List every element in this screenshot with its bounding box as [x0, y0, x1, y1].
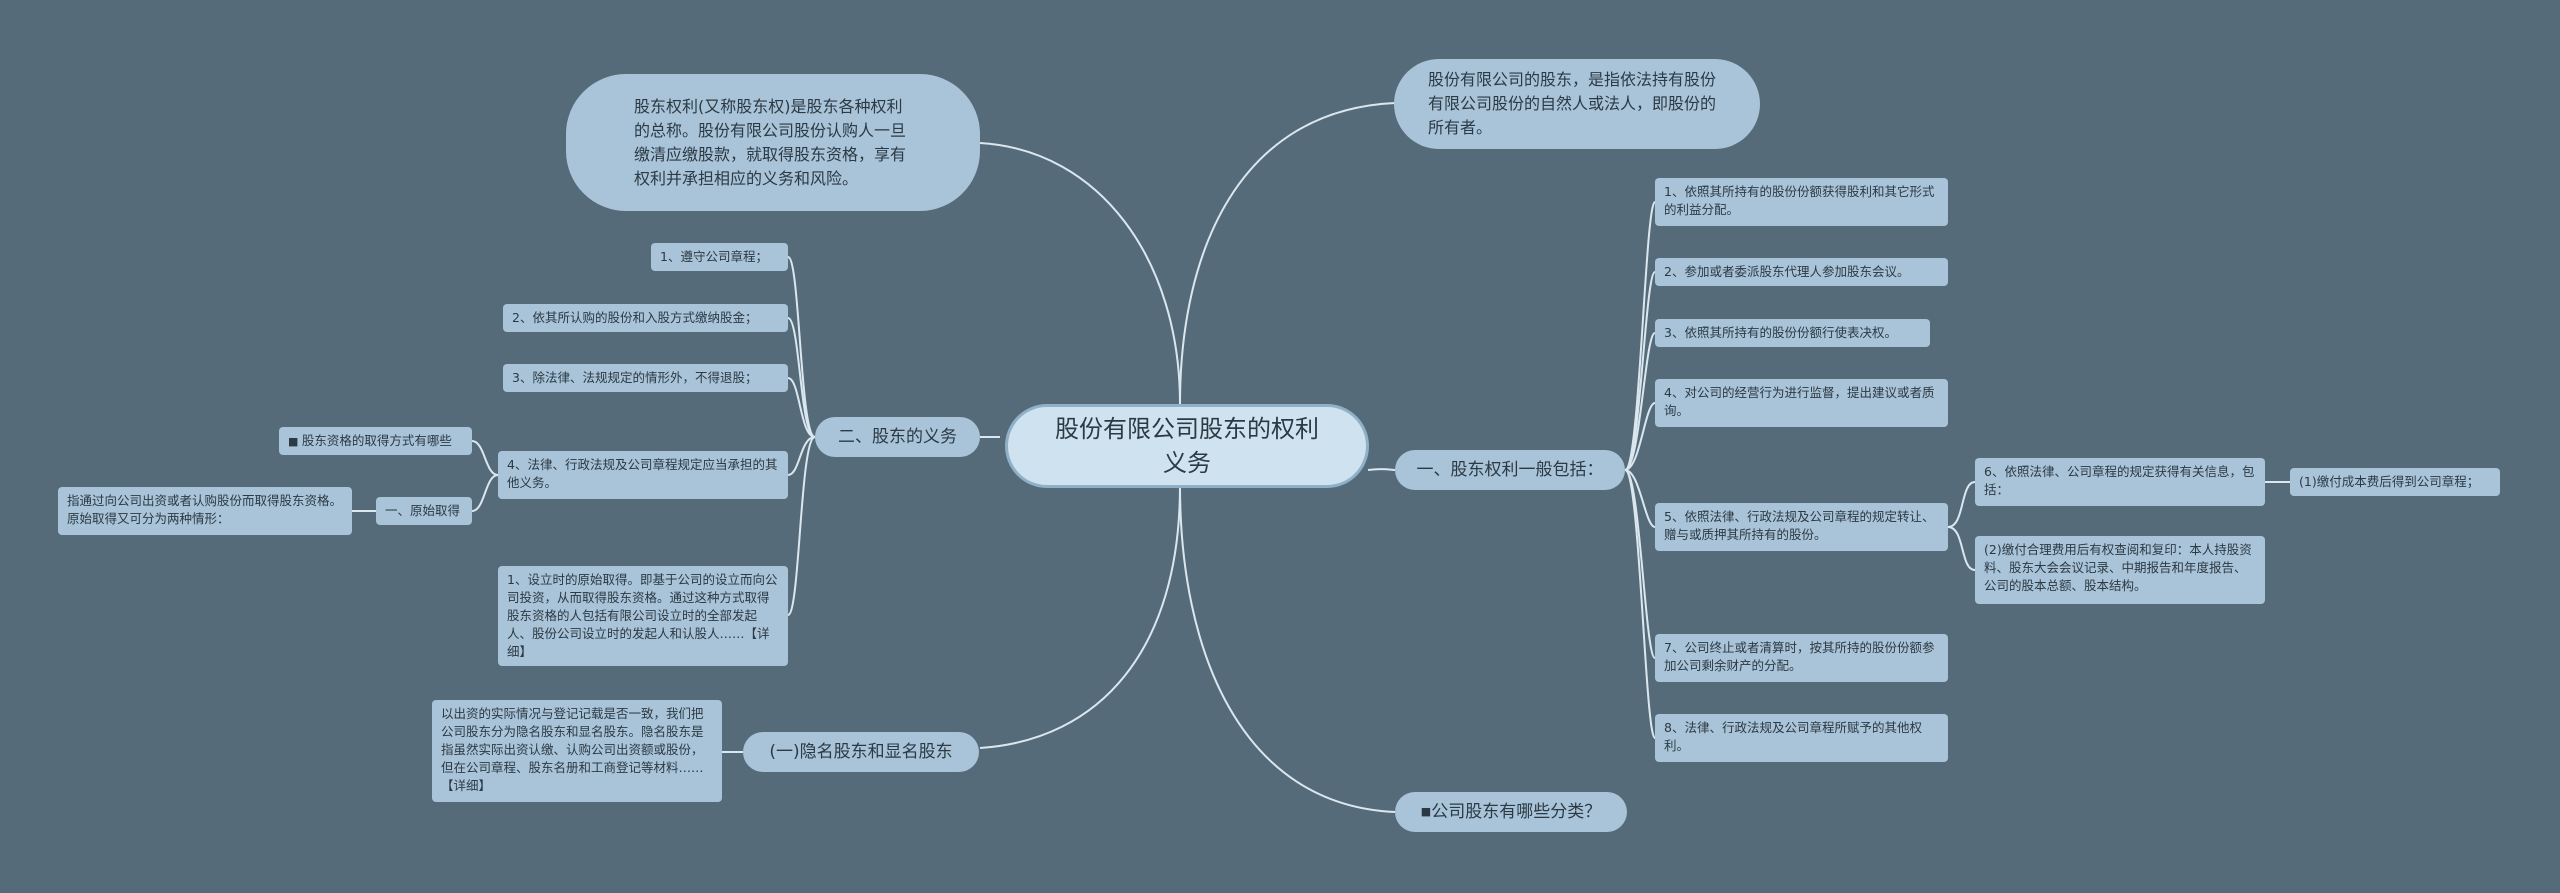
obligations-item-1-text: 1、遵守公司章程；	[660, 249, 768, 264]
rights-item-6-sub-1-text: (1)缴付成本费后得到公司章程；	[2299, 474, 2480, 489]
rights-item-3[interactable]: 3、依照其所持有的股份份额行使表决权。	[1655, 319, 1930, 347]
original-acquire-label: 一、原始取得	[385, 503, 461, 518]
branch-hidden-shareholders-label: (一)隐名股东和显名股东	[769, 742, 953, 762]
rights-item-6[interactable]: 6、依照法律、公司章程的规定获得有关信息，包括：	[1975, 458, 2265, 506]
original-acquire-text-node[interactable]: 指通过向公司出资或者认购股份而取得股东资格。原始取得又可分为两种情形：	[58, 487, 352, 535]
rights-item-2-text: 2、参加或者委派股东代理人参加股东会议。	[1664, 264, 1910, 279]
rights-definition-bubble[interactable]: 股东权利(又称股东权)是股东各种权利的总称。股份有限公司股份认购人一旦缴清应缴股…	[566, 74, 980, 211]
rights-item-4-text: 4、对公司的经营行为进行监督，提出建议或者质询。	[1664, 385, 1935, 418]
rights-item-4[interactable]: 4、对公司的经营行为进行监督，提出建议或者质询。	[1655, 379, 1948, 427]
hidden-shareholders-text: 以出资的实际情况与登记记载是否一致，我们把公司股东分为隐名股东和显名股东。隐名股…	[441, 706, 704, 793]
obligations-item-4[interactable]: 4、法律、行政法规及公司章程规定应当承担的其他义务。	[498, 451, 788, 499]
definition-bubble[interactable]: 股份有限公司的股东，是指依法持有股份有限公司股份的自然人或法人，即股份的所有者。	[1394, 59, 1760, 149]
rights-item-6-text: 6、依照法律、公司章程的规定获得有关信息，包括：	[1984, 464, 2255, 497]
obligations-item-2[interactable]: 2、依其所认购的股份和入股方式缴纳股金；	[503, 304, 788, 332]
rights-item-2[interactable]: 2、参加或者委派股东代理人参加股东会议。	[1655, 258, 1948, 286]
rights-item-8-text: 8、法律、行政法规及公司章程所赋予的其他权利。	[1664, 720, 1922, 753]
obligations-item-3[interactable]: 3、除法律、法规规定的情形外，不得退股；	[503, 364, 788, 392]
branch-rights[interactable]: 一、股东权利一般包括：	[1395, 450, 1625, 490]
rights-item-1[interactable]: 1、依照其所持有的股份份额获得股利和其它形式的利益分配。	[1655, 178, 1948, 226]
acquire-methods-node[interactable]: 股东资格的取得方式有哪些	[279, 427, 472, 455]
hidden-shareholders-text-node[interactable]: 以出资的实际情况与登记记载是否一致，我们把公司股东分为隐名股东和显名股东。隐名股…	[432, 700, 722, 802]
original-acquire-node[interactable]: 一、原始取得	[376, 497, 472, 525]
definition-text: 股份有限公司的股东，是指依法持有股份有限公司股份的自然人或法人，即股份的所有者。	[1428, 70, 1717, 137]
obligations-item-3-text: 3、除法律、法规规定的情形外，不得退股；	[512, 370, 758, 385]
branch-categories[interactable]: 公司股东有哪些分类？	[1395, 792, 1627, 832]
establish-acquire-text: 1、设立时的原始取得。即基于公司的设立而向公司投资，从而取得股东资格。通过这种方…	[507, 572, 778, 659]
obligations-item-1[interactable]: 1、遵守公司章程；	[651, 243, 788, 271]
rights-item-6-sub-1[interactable]: (1)缴付成本费后得到公司章程；	[2290, 468, 2500, 496]
establish-acquire-node[interactable]: 1、设立时的原始取得。即基于公司的设立而向公司投资，从而取得股东资格。通过这种方…	[498, 566, 788, 666]
branch-categories-label: 公司股东有哪些分类？	[1431, 802, 1602, 822]
rights-definition-text: 股东权利(又称股东权)是股东各种权利的总称。股份有限公司股份认购人一旦缴清应缴股…	[634, 96, 907, 188]
rights-item-3-text: 3、依照其所持有的股份份额行使表决权。	[1664, 325, 1897, 340]
rights-item-6-sub-2[interactable]: (2)缴付合理费用后有权查阅和复印：本人持股资料、股东大会会议记录、中期报告和年…	[1975, 536, 2265, 604]
rights-item-7[interactable]: 7、公司终止或者清算时，按其所持的股份份额参加公司剩余财产的分配。	[1655, 634, 1948, 682]
acquire-methods-text: 股东资格的取得方式有哪些	[301, 433, 452, 448]
branch-rights-label: 一、股东权利一般包括：	[1416, 460, 1604, 480]
branch-obligations-label: 二、股东的义务	[838, 427, 957, 447]
original-acquire-text: 指通过向公司出资或者认购股份而取得股东资格。原始取得又可分为两种情形：	[67, 493, 343, 526]
rights-item-5[interactable]: 5、依照法律、行政法规及公司章程的规定转让、赠与或质押其所持有的股份。	[1655, 503, 1948, 551]
obligations-item-4-text: 4、法律、行政法规及公司章程规定应当承担的其他义务。	[507, 457, 778, 490]
central-topic[interactable]: 股份有限公司股东的权利义务	[1005, 404, 1369, 488]
branch-hidden-shareholders[interactable]: (一)隐名股东和显名股东	[743, 732, 979, 772]
branch-obligations[interactable]: 二、股东的义务	[815, 417, 980, 457]
rights-item-1-text: 1、依照其所持有的股份份额获得股利和其它形式的利益分配。	[1664, 184, 1935, 217]
obligations-item-2-text: 2、依其所认购的股份和入股方式缴纳股金；	[512, 310, 758, 325]
rights-item-7-text: 7、公司终止或者清算时，按其所持的股份份额参加公司剩余财产的分配。	[1664, 640, 1935, 673]
rights-item-5-text: 5、依照法律、行政法规及公司章程的规定转让、赠与或质押其所持有的股份。	[1664, 509, 1935, 542]
rights-item-8[interactable]: 8、法律、行政法规及公司章程所赋予的其他权利。	[1655, 714, 1948, 762]
central-topic-label: 股份有限公司股东的权利义务	[1055, 415, 1319, 477]
rights-item-6-sub-2-text: (2)缴付合理费用后有权查阅和复印：本人持股资料、股东大会会议记录、中期报告和年…	[1984, 542, 2252, 593]
